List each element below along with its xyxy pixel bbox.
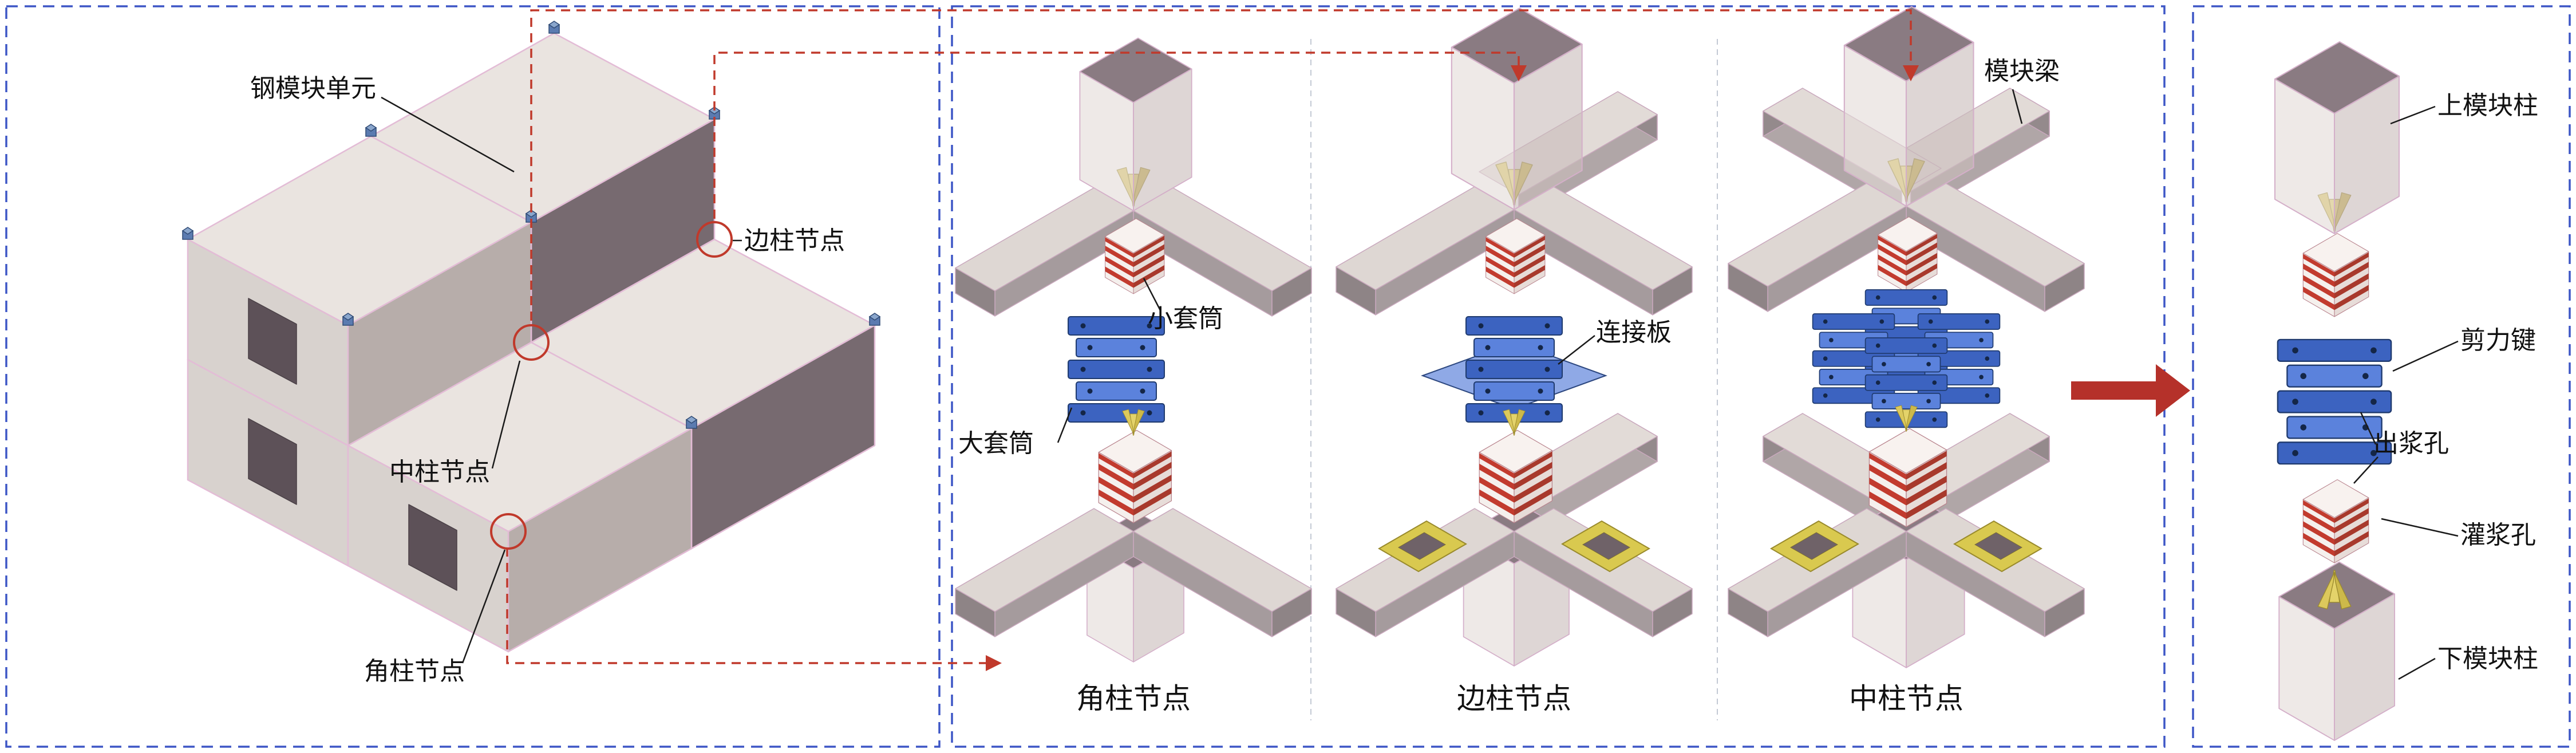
label-connection-plate: 连接板 <box>1596 318 1672 346</box>
caption-corner-joint: 角柱节点 <box>1076 683 1191 715</box>
left-panel-border <box>5 5 941 748</box>
label-steel-module-unit: 钢模块单元 <box>250 74 376 102</box>
right-panel: 上模块柱 剪力键 出浆孔 灌浆孔 下模块柱 <box>2191 5 2571 748</box>
upper-grout-sleeve <box>2302 233 2369 317</box>
upper-module-column-tube <box>2274 41 2400 234</box>
label-grout-outlet-hole: 出浆孔 <box>2373 429 2449 458</box>
label-small-sleeve: 小套筒 <box>1148 305 1223 333</box>
center-column-joint-marker <box>513 324 550 361</box>
module-building-illustration <box>187 32 876 653</box>
edge-joint-upper-module <box>1336 7 1693 316</box>
column-connection-assembly <box>2274 41 2400 741</box>
caption-edge-joint: 边柱节点 <box>1457 683 1571 715</box>
label-grouting-hole: 灌浆孔 <box>2460 521 2536 549</box>
corner-joint-upper-module <box>955 37 1312 317</box>
label-shear-key: 剪力键 <box>2460 326 2536 354</box>
label-module-beam: 模块梁 <box>1984 57 2060 85</box>
edge-joint-sleeve-stack <box>1465 316 1563 423</box>
label-upper-module-column: 上模块柱 <box>2437 92 2538 120</box>
lower-grout-sleeve <box>2302 479 2369 563</box>
center-joint-upper-module <box>1728 6 2085 312</box>
center-joint-lower-module <box>1728 405 2085 668</box>
middle-panel: 小套筒 大套筒 连接板 模块梁 角柱节点 边柱节点 中柱节点 <box>950 5 2166 748</box>
center-joint-figure <box>1728 6 2085 668</box>
right-panel-border <box>2192 5 2571 748</box>
label-corner-column-joint: 角柱节点 <box>364 657 465 685</box>
edge-joint-lower-module <box>1336 409 1693 667</box>
caption-center-joint: 中柱节点 <box>1849 683 1963 715</box>
corner-joint-figure <box>955 37 1312 663</box>
label-large-sleeve: 大套筒 <box>958 429 1034 458</box>
label-lower-module-column: 下模块柱 <box>2437 645 2538 673</box>
label-edge-column-joint: 边柱节点 <box>744 227 845 255</box>
right-panel-leader-lines <box>2353 105 2459 680</box>
left-panel: 钢模块单元 边柱节点 中柱节点 角柱节点 <box>5 5 941 748</box>
center-joint-sleeve-cluster <box>1812 289 2001 428</box>
label-center-column-joint: 中柱节点 <box>389 458 490 486</box>
